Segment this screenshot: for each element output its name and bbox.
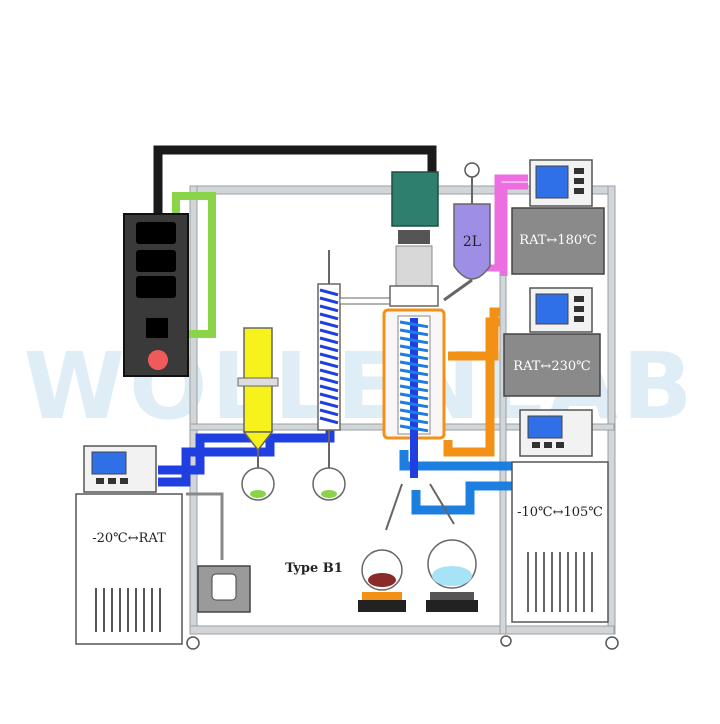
coil-turn <box>399 344 429 353</box>
middle-heater-label: RAT↔230℃ <box>513 359 590 374</box>
coil-turn <box>319 376 339 385</box>
coil-turn <box>319 336 339 345</box>
coil-turn <box>319 352 339 361</box>
coil-turn <box>319 384 339 393</box>
coil-turn <box>319 304 339 313</box>
circulator-unit: -10℃↔105℃ <box>511 409 609 623</box>
stirring-motor <box>391 171 439 287</box>
coil-turn <box>319 392 339 401</box>
evaporator-coil <box>399 320 429 433</box>
residue-flask <box>358 483 406 612</box>
coil-turn <box>399 416 429 425</box>
receiving-flask-left <box>241 467 275 501</box>
frame-wheels <box>186 635 619 650</box>
coil-turn <box>319 328 339 337</box>
coil-turn <box>399 328 429 337</box>
model-label: Type B1 <box>285 561 343 576</box>
flask-volume-label: 2L <box>463 234 481 250</box>
vacuum-pump <box>186 492 251 613</box>
coil-turn <box>319 368 339 377</box>
coil-turn <box>399 352 429 361</box>
coil-turn <box>319 360 339 369</box>
coil-turn <box>399 408 429 417</box>
chiller-unit: -20℃↔RAT <box>75 445 183 645</box>
coil-turn <box>319 312 339 321</box>
middle-heater-unit: RAT↔230℃ <box>503 287 601 397</box>
chiller-label: -20℃↔RAT <box>92 531 166 546</box>
coil-turn <box>399 384 429 393</box>
coil-turn <box>319 344 339 353</box>
cold-trap <box>237 327 279 468</box>
condenser-coil <box>319 288 339 425</box>
pump-line <box>172 192 216 338</box>
coil-turn <box>319 296 339 305</box>
coil-turn <box>319 408 339 417</box>
distillate-flask <box>426 483 478 612</box>
coil-turn <box>399 376 429 385</box>
chiller-vent <box>95 588 161 632</box>
coil-turn <box>399 368 429 377</box>
hot-line <box>443 307 500 457</box>
coil-turn <box>319 288 339 297</box>
coil-turn <box>319 400 339 409</box>
vacuum-line <box>153 145 437 218</box>
indicator-light <box>148 350 168 370</box>
upper-heater-label: RAT↔180℃ <box>519 233 596 248</box>
coil-turn <box>319 416 339 425</box>
coil-turn <box>399 400 429 409</box>
coil-turn <box>399 424 429 433</box>
coil-turn <box>319 320 339 329</box>
coil-turn <box>399 360 429 369</box>
feed-flask: 2L <box>443 162 491 302</box>
receiving-flask-middle <box>312 430 346 501</box>
coil-turn <box>399 392 429 401</box>
circulator-vent <box>527 552 593 612</box>
circulator-line <box>399 450 520 515</box>
vacuum-controller <box>123 213 189 377</box>
evaporator-column <box>382 285 446 478</box>
coil-turn <box>399 336 429 345</box>
circulator-label: -10℃↔105℃ <box>517 505 603 520</box>
coil-turn <box>399 320 429 329</box>
upper-heater-unit: RAT↔180℃ <box>511 159 605 275</box>
